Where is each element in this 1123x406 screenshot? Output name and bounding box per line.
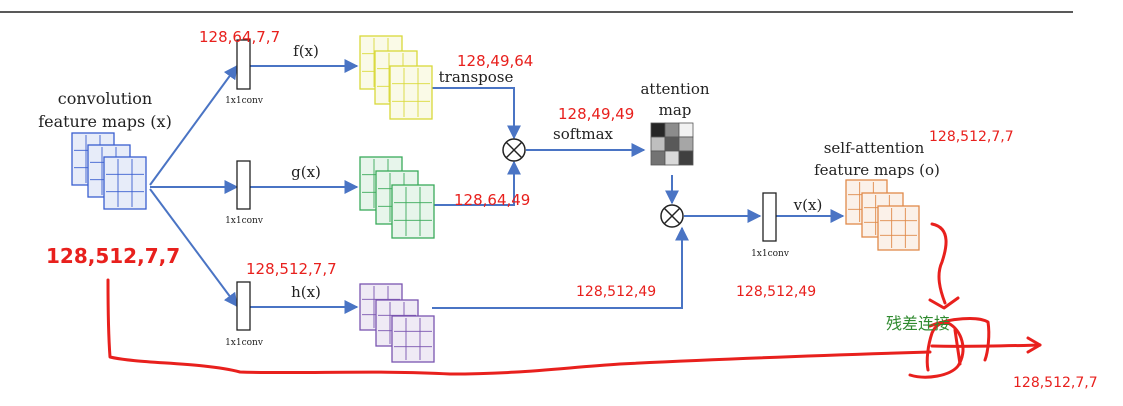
g-map-3 bbox=[391, 184, 435, 239]
attention-cell bbox=[664, 122, 680, 138]
arrow-h-to-mult bbox=[432, 226, 689, 309]
f-map-3 bbox=[389, 65, 433, 120]
conv-f-label: 1x1conv bbox=[225, 96, 264, 106]
final-shape: 128,512,7,7 bbox=[1013, 375, 1098, 391]
g-feature-maps bbox=[359, 156, 435, 239]
v-shape: 128,512,49 bbox=[736, 284, 816, 300]
sa-shape: 128,512,7,7 bbox=[929, 129, 1014, 145]
f-feature-maps bbox=[359, 35, 433, 120]
sa-label-line2: feature maps (o) bbox=[814, 161, 940, 179]
residual-line bbox=[106, 278, 932, 376]
output-arrow-head bbox=[1026, 336, 1042, 354]
f-out-shape: 128,49,64 bbox=[457, 52, 533, 70]
multiply-node-1 bbox=[502, 138, 526, 162]
attention-cell bbox=[664, 150, 680, 166]
conv-f-box bbox=[236, 39, 251, 90]
output-down-stroke bbox=[930, 222, 948, 305]
g-label: g(x) bbox=[291, 163, 321, 181]
input-label-line1: convolution bbox=[58, 89, 152, 108]
attention-label-line1: attention bbox=[640, 80, 709, 98]
output-feature-maps bbox=[845, 179, 920, 251]
transpose-label: transpose bbox=[439, 68, 514, 86]
residual-label: 残差连接 bbox=[886, 314, 950, 333]
attention-label-line2: map bbox=[659, 101, 692, 119]
arrow-g-to-mult bbox=[420, 160, 521, 206]
h-feature-maps bbox=[359, 283, 435, 363]
o-map-3 bbox=[877, 205, 920, 251]
f-conv-shape: 128,64,7,7 bbox=[199, 28, 280, 46]
down-arrow-head bbox=[928, 296, 960, 310]
residual-box bbox=[928, 317, 991, 362]
arrow-transpose bbox=[432, 87, 521, 140]
softmax-shape: 128,49,49 bbox=[558, 105, 634, 123]
arrow-x-to-f bbox=[149, 64, 238, 186]
conv-h-box bbox=[236, 281, 251, 331]
input-feature-maps bbox=[71, 132, 147, 210]
attention-cell bbox=[650, 150, 666, 166]
attention-cell bbox=[678, 122, 694, 138]
h-out-shape: 128,512,49 bbox=[576, 284, 656, 300]
sa-label-line1: self-attention bbox=[824, 139, 925, 157]
residual-circle bbox=[908, 321, 965, 379]
h-conv-shape: 128,512,7,7 bbox=[246, 260, 337, 278]
conv-v-box bbox=[762, 192, 777, 242]
conv-h-label: 1x1conv bbox=[225, 338, 264, 348]
f-label: f(x) bbox=[293, 42, 319, 60]
conv-g-label: 1x1conv bbox=[225, 216, 264, 226]
arrow-x-to-h bbox=[149, 188, 238, 308]
v-label: v(x) bbox=[793, 196, 823, 214]
input-shape: 128,512,7,7 bbox=[46, 244, 180, 268]
conv-boxes bbox=[236, 39, 777, 331]
conv-v-label: 1x1conv bbox=[751, 249, 790, 259]
g-out-shape: 128,64,49 bbox=[454, 191, 530, 209]
x-map-3 bbox=[103, 156, 147, 210]
attention-cell bbox=[650, 122, 666, 138]
h-label: h(x) bbox=[291, 283, 321, 301]
attention-cell bbox=[678, 150, 694, 166]
attention-cell bbox=[650, 136, 666, 152]
softmax-label: softmax bbox=[553, 125, 613, 143]
attention-cell bbox=[678, 136, 694, 152]
input-label-line2: feature maps (x) bbox=[38, 112, 172, 131]
attention-map-grid bbox=[650, 122, 694, 166]
output-arrow-line bbox=[930, 343, 1042, 348]
conv-g-box bbox=[236, 160, 251, 210]
h-map-3 bbox=[391, 315, 435, 363]
flow-arrows bbox=[149, 59, 845, 314]
multiply-node-2 bbox=[660, 204, 684, 228]
attention-cell bbox=[664, 136, 680, 152]
residual-path bbox=[106, 222, 1042, 379]
